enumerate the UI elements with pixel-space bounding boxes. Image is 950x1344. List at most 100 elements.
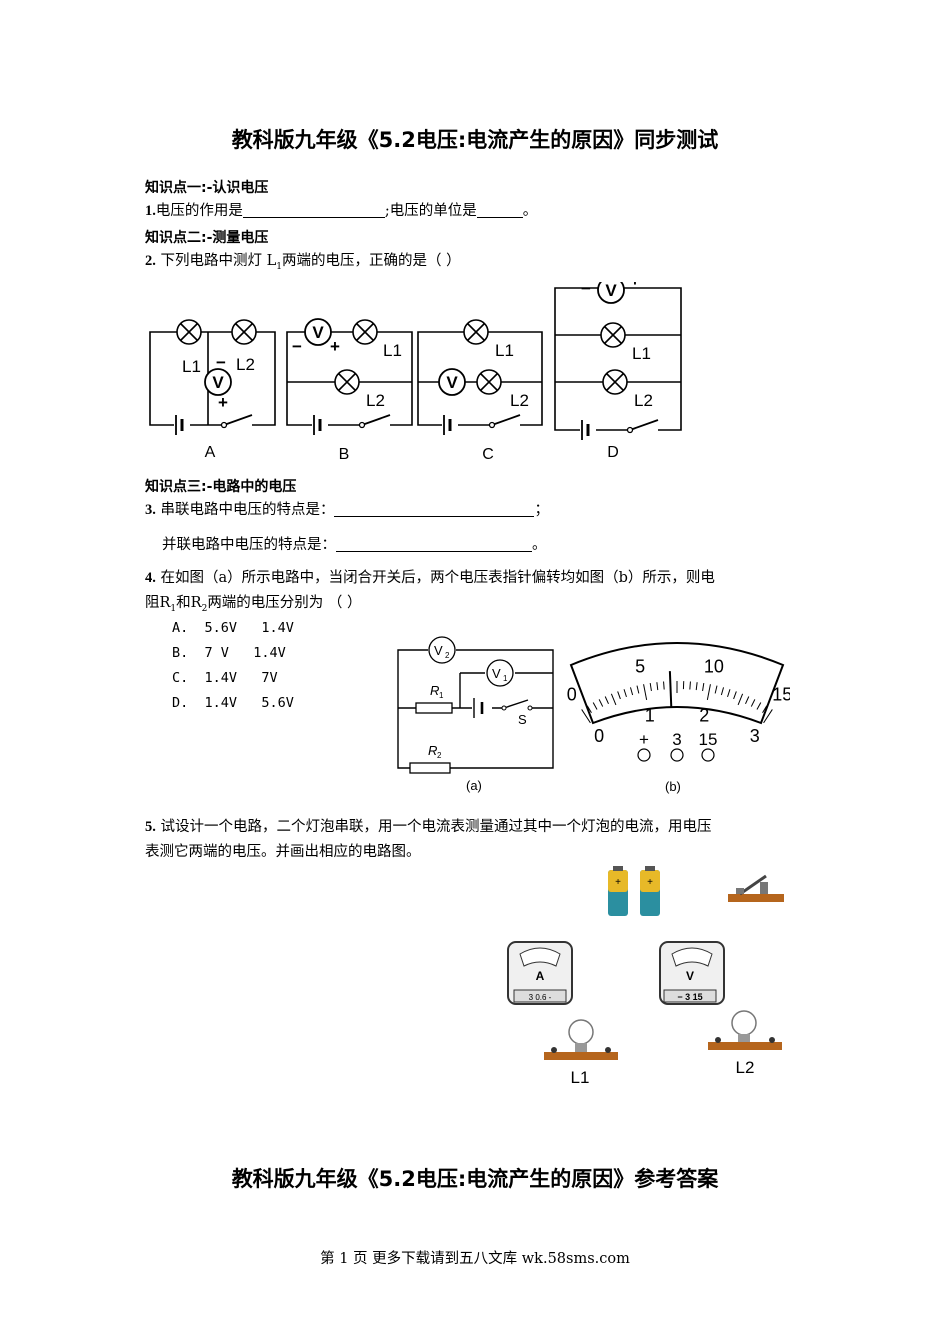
minus-sign: − [581,282,591,298]
lamp-label: L2 [510,391,529,410]
answer-blank[interactable] [334,500,535,517]
option-b[interactable]: B. 7 V 1.4V [172,645,286,661]
battery-icon: + [608,866,628,916]
terminal-15 [701,748,715,762]
question-text: 下列电路中测灯 L [155,253,277,269]
question-text: ;电压的单位是 [384,203,477,219]
dial-needle [668,671,673,708]
dial-tick [610,693,617,706]
question-2: 2. 下列电路中测灯 L1两端的电压，正确的是（ ） [145,249,461,279]
answer-blank[interactable] [476,201,523,218]
option-label: C [482,446,494,463]
option-label: B [339,446,350,463]
lamp-icon [708,1010,782,1050]
ammeter-letter: A [536,969,545,983]
dial-tick [762,705,768,713]
lamp-icon [544,1019,618,1060]
question-5: 5. 试设计一个电路，二个灯泡串联，用一个电流表测量通过其中一个灯泡的电流，用电… [145,815,711,839]
subscript: 1 [503,674,508,683]
dial-bottom-label: 3 [750,726,760,746]
answer-title: 教科版九年级《5.2电压:电流产生的原因》参考答案 [231,1167,719,1191]
terminal-plus [637,748,651,762]
subscript: 2 [201,603,208,614]
dial-tick [581,709,591,724]
question-text: 试设计一个电路，二个灯泡串联，用一个电流表测量通过其中一个灯泡的电流，用电压 [155,819,712,835]
lamp-label: L2 [634,391,653,410]
svg-text:+: + [615,877,621,888]
terminal-label: + [639,730,649,749]
section-heading-2: 知识点二:-测量电压 [145,230,269,246]
question-3-line-2: 并联电路中电压的特点是：。 [162,533,547,557]
dial-bottom-label: 1 [645,706,655,726]
answer-blank[interactable] [242,201,385,218]
dial-tick [592,702,598,710]
dial-tick [745,696,750,704]
q4-circuit-a: V 2 V 1 R 1 R 2 S (a) [397,636,554,793]
plus-sign: + [630,282,640,290]
ammeter-icon: A 3 0.6 - [507,941,573,1005]
switch-label: S [518,712,527,727]
dial-tick [617,691,621,700]
voltmeter-label: V [605,282,617,300]
resistor-r1-label: R [430,683,439,698]
question-4: 4. 在如图（a）所示电路中，当闭合开关后，两个电压表指针偏转均如图（b）所示，… [145,566,715,590]
dial-top-label: 15 [772,684,790,704]
question-text: 在如图（a）所示电路中，当闭合开关后，两个电压表指针偏转均如图（b）所示，则电 [155,570,715,586]
question-number: 3. [145,502,156,518]
question-number: 4. [145,570,156,586]
subscript: 2 [445,651,450,660]
plus-sign: + [330,337,340,356]
dial-tick [636,685,640,694]
section-heading-1: 知识点一:-认识电压 [145,180,269,196]
section-heading-3: 知识点三:-电路中的电压 [145,479,297,495]
question-text: 和R [176,595,202,611]
voltmeter-label: V [212,373,224,392]
question-text: ； [534,502,549,518]
question-number: 5. [145,819,156,835]
svg-text:+: + [647,877,653,888]
dial-tick [714,685,718,694]
dial-top-label: 5 [635,657,645,677]
voltmeter-label: V [446,373,458,392]
question-number: 1. [145,203,156,219]
dial-bottom-label: 2 [699,706,709,726]
option-d[interactable]: D. 1.4V 5.6V [172,695,294,711]
question-1: 1.电压的作用是 ;电压的单位是 。 [145,199,537,223]
subscript: 1 [170,603,177,614]
page-title: 教科版九年级《5.2电压:电流产生的原因》同步测试 [231,128,719,152]
lamp-l2-label: L2 [736,1058,755,1077]
option-label: A [205,444,216,461]
page-footer: 第 1 页 更多下载请到五八文库 wk.58sms.com [320,1251,630,1267]
dial-tick [763,709,773,724]
option-label: D [607,444,619,461]
dial-tick [623,689,627,698]
dial-tick [695,682,698,691]
dial-tick [756,702,762,710]
terminal-3 [670,748,684,762]
dial-tick [706,684,711,701]
option-a[interactable]: A. 5.6V 1.4V [172,620,294,636]
lamp-l1-label: L1 [571,1068,590,1087]
answer-blank[interactable] [336,535,532,552]
lamp-label: L2 [236,355,255,374]
terminal-label: 3 [672,730,681,749]
resistor-r2-label: R [428,743,437,758]
dial-tick [598,699,604,707]
dial-tick [727,689,731,698]
voltmeter-letter: V [686,969,694,983]
dial-tick [737,693,744,706]
question-number: 2. [145,253,156,269]
question-text: 。 [522,203,538,219]
switch-icon [728,874,784,902]
lamp-label: L1 [495,341,514,360]
dial-tick [720,687,725,696]
question-text: 电压的作用是 [155,203,243,219]
lamp-label: L1 [383,341,402,360]
dial-top-label: 0 [567,684,577,704]
dial-tick [656,682,659,691]
lamp-label: L2 [366,391,385,410]
minus-sign: − [216,353,226,372]
option-c[interactable]: C. 1.4V 7V [172,670,278,686]
voltmeter-icon: V − 3 15 [659,941,725,1005]
ammeter-terminals: 3 0.6 - [529,993,552,1002]
